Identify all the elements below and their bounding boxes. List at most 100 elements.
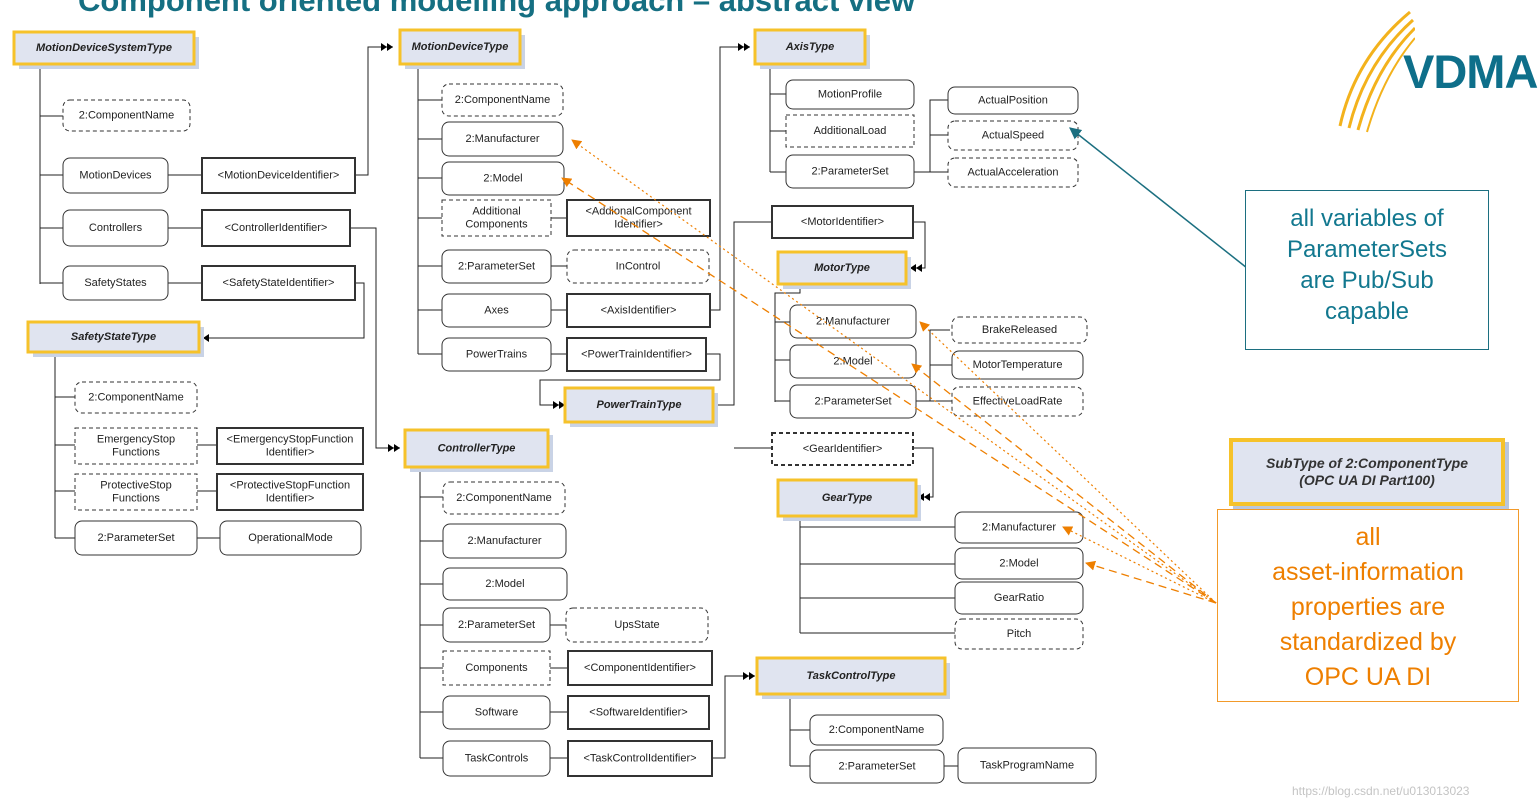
connector: [39, 64, 63, 284]
node-label: ProtectiveStop: [100, 480, 172, 492]
node-label: MotionDeviceType: [412, 41, 509, 53]
ct-components-node: Components: [442, 650, 551, 686]
ct-swid-node: <SoftwareIdentifier>: [567, 695, 710, 730]
page-title: Component oriented modelling approach – …: [78, 0, 916, 18]
md-powertrains-node: PowerTrains: [441, 337, 552, 372]
node-label: 2:ParameterSet: [458, 619, 535, 631]
connector: [714, 221, 772, 449]
node-label: AdditionalLoad: [814, 125, 887, 137]
subtype-line: (OPC UA DI Part100): [1299, 472, 1435, 488]
node-label: Identifier>: [266, 493, 315, 505]
node-label: 2:Model: [999, 558, 1038, 570]
node-label: 2:Manufacturer: [466, 133, 540, 145]
node-label: GearRatio: [994, 592, 1044, 604]
node-label: EffectiveLoadRate: [973, 396, 1063, 408]
node-label: AxisType: [785, 41, 835, 53]
gt-type-node: GearType: [776, 478, 921, 521]
connector: [914, 99, 948, 173]
asset-information-note: all asset-information properties are sta…: [1217, 509, 1519, 702]
ax-actspeed-node: ActualSpeed: [947, 120, 1079, 151]
orange-dotted-line: [571, 139, 1217, 604]
node-label: 2:ParameterSet: [458, 261, 535, 273]
node-label: TaskControls: [465, 753, 529, 765]
ct-manufacturer-node: 2:Manufacturer: [442, 523, 567, 559]
node-label: Functions: [112, 493, 160, 505]
md-model-node: 2:Model: [441, 161, 565, 196]
connector: [197, 282, 365, 342]
connector: [712, 672, 755, 759]
orange-dashed-line: [1085, 560, 1217, 604]
note-line: are Pub/Sub: [1300, 267, 1434, 294]
node-label: 2:ParameterSet: [97, 532, 174, 544]
node-label: <MotorIdentifier>: [801, 216, 884, 228]
connector: [355, 43, 393, 176]
node-label: ActualPosition: [978, 95, 1048, 107]
node-label: Additional: [472, 206, 520, 218]
mt-temp-node: MotorTemperature: [951, 350, 1084, 380]
connector: [54, 352, 75, 539]
node-label: Functions: [112, 447, 160, 459]
tc-paramset-node: 2:ParameterSet: [809, 749, 945, 784]
node-label: Pitch: [1007, 628, 1031, 640]
node-label: Controllers: [89, 222, 143, 234]
node-label: InControl: [616, 261, 661, 273]
ct-taskcontrols-node: TaskControls: [442, 740, 551, 777]
note-line: standardized by: [1279, 628, 1457, 656]
node-label: Software: [475, 707, 518, 719]
node-label: <AddionalComponent: [585, 206, 691, 218]
watermark: https://blog.csdn.net/u013013023: [1292, 784, 1470, 798]
mt-effload-node: EffectiveLoadRate: [951, 386, 1084, 417]
node-label: 2:Model: [485, 578, 524, 590]
node-label: 2:ParameterSet: [838, 761, 915, 773]
node-label: PowerTrainType: [597, 399, 682, 411]
mt-brake-node: BrakeReleased: [951, 316, 1088, 344]
node-label: UpsState: [614, 619, 659, 631]
node-label: Components: [465, 662, 528, 674]
orange-dotted-line: [919, 321, 1217, 604]
note-line: OPC UA DI: [1304, 663, 1432, 691]
mt-manufacturer-node: 2:Manufacturer: [789, 304, 917, 339]
node-label: ControllerType: [438, 443, 516, 455]
orange-dotted-line: [1062, 526, 1217, 604]
connector: [916, 329, 952, 402]
md-compname-node: 2:ComponentName: [441, 83, 564, 117]
node-label: 2:ParameterSet: [811, 166, 888, 178]
node-label: SafetyStateType: [71, 331, 156, 343]
connector: [710, 43, 750, 311]
connector: [197, 444, 220, 539]
node-label: 2:Model: [833, 356, 872, 368]
node-label: Identifier>: [266, 447, 315, 459]
node-label: MotionDeviceSystemType: [36, 42, 172, 54]
ct-compname-node: 2:ComponentName: [442, 481, 566, 515]
ax-type-node: AxisType: [753, 28, 870, 69]
connector: [417, 64, 442, 355]
md-manufacturer-node: 2:Manufacturer: [441, 121, 564, 157]
msys-ssid-node: <SafetyStateIdentifier>: [201, 265, 356, 301]
note-line: asset-information: [1272, 558, 1464, 586]
node-label: 2:ComponentName: [829, 724, 924, 736]
connector: [550, 624, 568, 759]
subtype-label: SubType of 2:ComponentType (OPC UA DI Pa…: [1229, 438, 1505, 506]
node-label: <SoftwareIdentifier>: [589, 707, 687, 719]
connector: [774, 284, 801, 402]
note-line: ParameterSets: [1286, 236, 1448, 263]
node-label: <PowerTrainIdentifier>: [581, 349, 692, 361]
md-axisid-node: <AxisIdentifier>: [566, 293, 711, 328]
msys-controllers-node: Controllers: [62, 209, 169, 247]
ct-model-node: 2:Model: [442, 567, 568, 601]
connector: [913, 447, 934, 501]
connector: [789, 694, 958, 767]
gt-model-node: 2:Model: [954, 547, 1084, 580]
node-label: 2:ParameterSet: [814, 396, 891, 408]
node-label: 2:ComponentName: [455, 94, 550, 106]
node-label: 2:Manufacturer: [816, 316, 890, 328]
node-label: <ControllerIdentifier>: [225, 222, 328, 234]
node-label: TaskControlType: [806, 670, 895, 682]
ss-type-node: SafetyStateType: [26, 320, 204, 357]
msys-compname-node: 2:ComponentName: [62, 99, 191, 132]
msys-motiondevices-node: MotionDevices: [62, 157, 169, 194]
node-label: 2:Manufacturer: [468, 535, 542, 547]
node-label: Components: [465, 219, 528, 231]
